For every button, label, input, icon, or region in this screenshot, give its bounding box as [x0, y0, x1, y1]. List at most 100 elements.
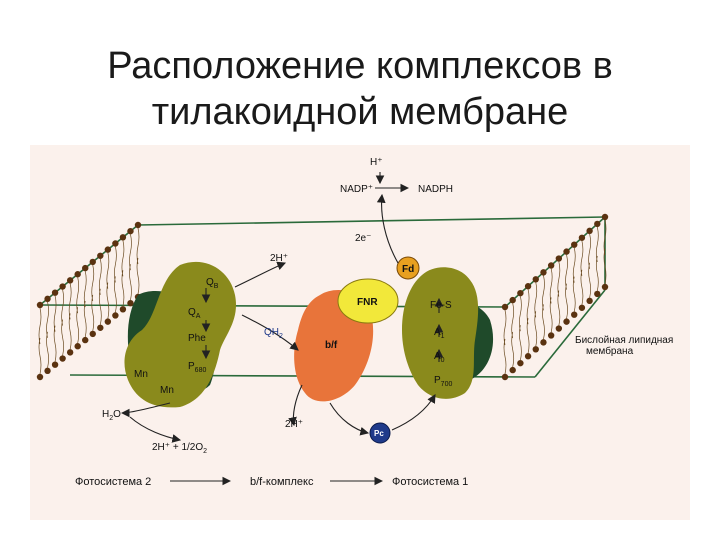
right-lipid-head [601, 283, 609, 291]
right-lipid-tail [565, 254, 568, 319]
right-lipid-head [532, 276, 539, 283]
right-lipid-tail [503, 309, 507, 375]
left-lipid-tail [114, 246, 117, 313]
right-lipid-head [540, 269, 547, 276]
right-lipid-head [555, 325, 563, 332]
right-lipid-head [547, 332, 555, 339]
left-lipid-tail [136, 227, 140, 295]
right-lipid-head [571, 241, 578, 248]
right-lipid-head [524, 353, 532, 360]
label-2h-upper: 2H⁺ [270, 253, 288, 264]
left-lipid-head [66, 277, 74, 284]
lipid-bilayer-right [501, 213, 609, 381]
label-pc: Pc [374, 429, 384, 438]
left-lipid-head [104, 318, 112, 325]
left-lipid-head [44, 295, 51, 303]
right-lipid-tail [519, 296, 522, 361]
left-lipid-head [74, 271, 81, 278]
left-lipid-tail [91, 264, 95, 331]
left-lipid-head [82, 264, 89, 272]
plastocyanin [369, 422, 391, 444]
label-nadp-plus: NADP⁺ [340, 184, 373, 195]
right-lipid-head [594, 220, 601, 228]
left-lipid-head [127, 299, 134, 307]
right-lipid-head [563, 248, 570, 255]
left-lipid-head [104, 246, 112, 253]
left-lipid-head [66, 349, 74, 356]
left-lipid-tail [98, 258, 102, 325]
left-lipid-tail [68, 283, 72, 350]
label-h-plus-top: H⁺ [370, 157, 383, 168]
left-lipid-tail [106, 252, 110, 319]
right-lipid-head [578, 304, 586, 311]
right-lipid-tail [526, 289, 530, 354]
right-lipid-head [563, 318, 570, 325]
left-lipid-tail [53, 295, 57, 362]
right-lipid-head [532, 346, 539, 353]
right-lipid-head [594, 290, 601, 298]
left-lipid-head [127, 227, 134, 235]
right-lipid-head [586, 227, 593, 235]
title-line-2: тилакоидной мембране [151, 91, 569, 134]
right-lipid-head [555, 255, 563, 262]
label-water-products: 2H⁺ + 1/2O2 [152, 442, 207, 455]
label-phe: Phe [188, 333, 206, 344]
legend-bf-complex: b/f-комплекс [250, 476, 314, 488]
left-lipid-tail [121, 240, 125, 307]
right-lipid-head [517, 359, 524, 367]
left-lipid-head [134, 221, 142, 229]
label-qa: QA [188, 307, 201, 320]
right-lipid-head [501, 373, 509, 381]
left-lipid-head [36, 373, 44, 381]
label-membrane-2: мембрана [586, 345, 634, 357]
right-lipid-head [517, 289, 524, 297]
label-qb: QB [206, 277, 219, 290]
left-lipid-tail [83, 271, 87, 338]
label-h2o: H2O [102, 409, 121, 422]
left-lipid-head [59, 355, 66, 362]
right-lipid-tail [534, 282, 538, 347]
right-lipid-head [509, 296, 516, 304]
label-qh2: QH2 [264, 327, 283, 340]
left-lipid-head [82, 336, 89, 344]
electron-flow-arrows [120, 172, 444, 486]
label-mn-1: Mn [134, 369, 148, 380]
right-lipid-tail [580, 240, 584, 305]
right-lipid-head [601, 213, 609, 221]
legend-photosystem-1: Фотосистема 1 [392, 476, 468, 488]
left-lipid-head [119, 306, 127, 313]
label-fd: Fd [402, 264, 414, 275]
label-nadph: NADPH [418, 184, 453, 195]
label-p680: P680 [188, 361, 206, 374]
left-lipid-tail [46, 301, 49, 368]
left-lipid-tail [129, 234, 132, 301]
left-lipid-head [97, 252, 104, 259]
label-p700: P700 [434, 375, 452, 388]
left-lipid-head [51, 361, 59, 368]
label-fnr: FNR [357, 297, 378, 308]
label-2h-lower: 2H⁺ [285, 419, 303, 430]
left-lipid-head [59, 283, 66, 290]
legend-photosystem-2: Фотосистема 2 [75, 476, 151, 488]
label-membrane-1: Бислойная липидная [575, 335, 673, 346]
left-lipid-head [44, 367, 51, 375]
ferredoxin [396, 256, 420, 280]
right-lipid-tail [557, 261, 561, 326]
label-bf: b/f [325, 340, 338, 351]
right-lipid-head [509, 366, 516, 374]
fnr-enzyme [337, 278, 399, 324]
right-lipid-head [524, 283, 532, 290]
left-lipid-head [36, 301, 44, 309]
left-lipid-head [74, 343, 81, 350]
label-mn-2: Mn [160, 385, 174, 396]
label-a1: A1 [434, 327, 445, 340]
label-a0: A0 [434, 351, 445, 364]
right-lipid-tail [603, 219, 607, 285]
left-lipid-tail [76, 277, 80, 344]
label-fe-s: Fe-S [430, 300, 452, 311]
photosystem-1 [402, 267, 494, 399]
label-2e: 2e⁻ [355, 233, 371, 244]
right-lipid-head [571, 311, 578, 318]
left-lipid-head [119, 234, 127, 241]
right-lipid-head [578, 234, 586, 241]
